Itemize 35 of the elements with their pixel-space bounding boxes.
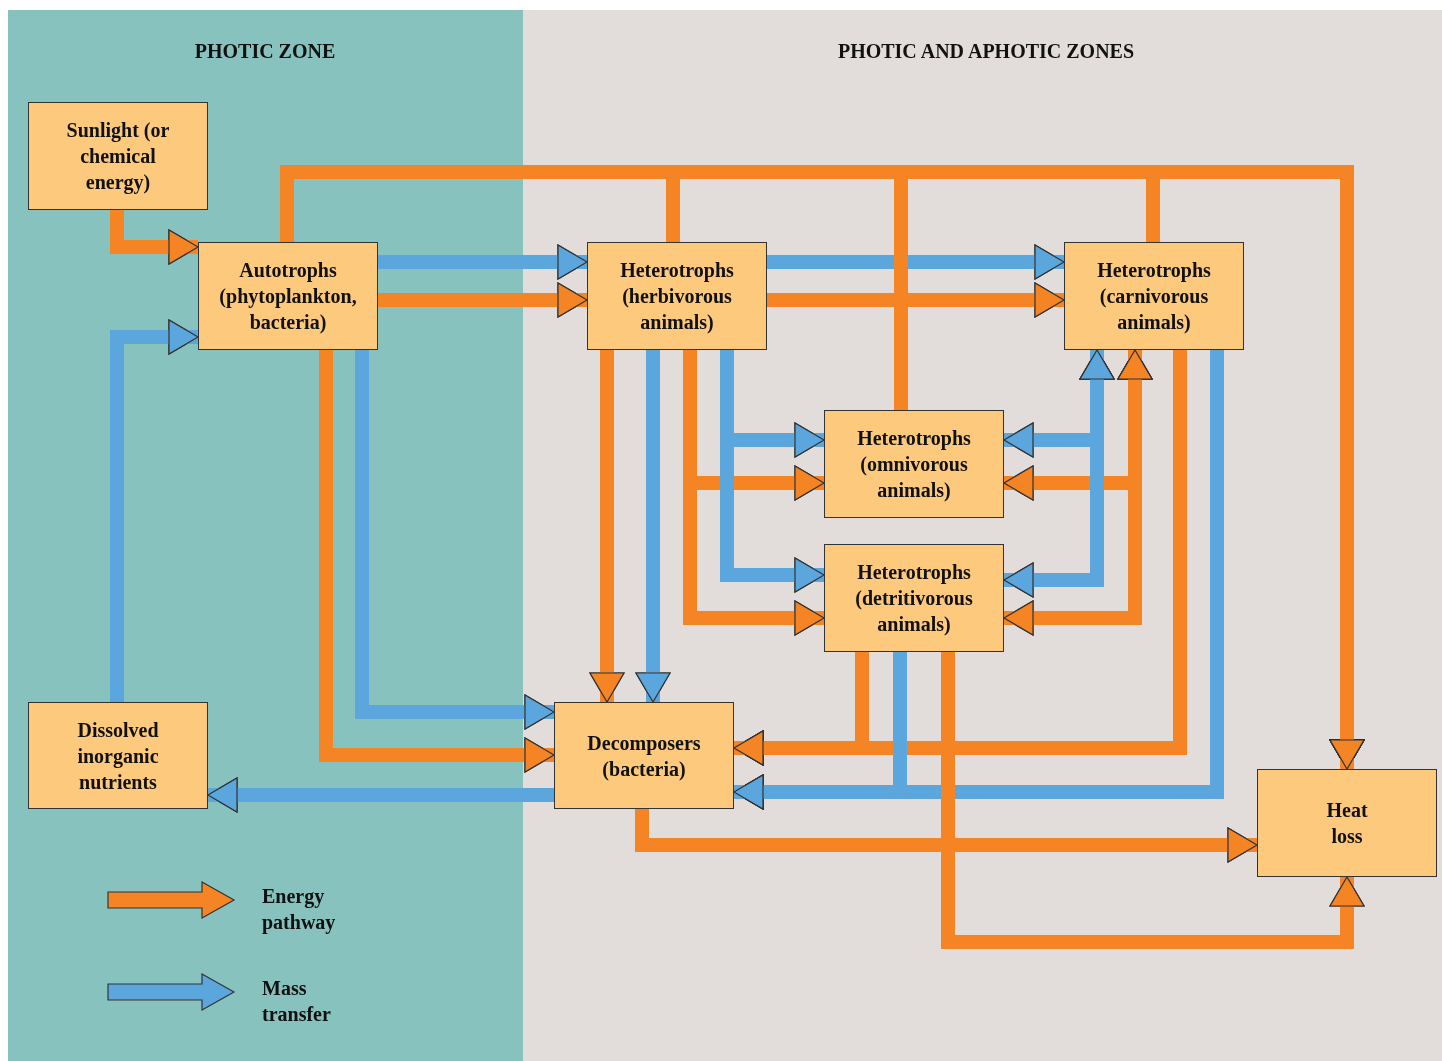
flow-arrow xyxy=(207,777,554,813)
box-label: Heterotrophs (herbivorous animals) xyxy=(619,258,735,335)
zone-title: PHOTIC ZONE xyxy=(194,40,336,63)
box-label: Decomposers (bacteria) xyxy=(586,730,702,782)
legend-label: Mass transfer xyxy=(262,976,332,1027)
flow-arrow xyxy=(319,350,555,773)
box-label: Dissolved inorganic nutrients xyxy=(76,717,160,795)
process-box xyxy=(587,242,767,350)
process-box xyxy=(1257,769,1437,877)
flow-arrow xyxy=(378,282,588,318)
flow-arrow xyxy=(378,244,588,280)
flow-arrow xyxy=(635,809,1258,863)
process-box xyxy=(824,544,1004,652)
flow-arrow xyxy=(767,244,1065,280)
process-box xyxy=(28,102,208,210)
process-box xyxy=(824,410,1004,518)
box-label: Heterotrophs (omnivorous animals) xyxy=(856,426,972,503)
flow-arrow xyxy=(767,282,1065,318)
box-label: Heat loss xyxy=(1325,798,1369,849)
box-label: Sunlight (or chemical energy) xyxy=(65,118,171,195)
flow-arrow xyxy=(110,210,199,265)
box-label: Autotrophs (phytoplankton, bacteria) xyxy=(218,258,358,335)
flow-arrow xyxy=(635,350,671,703)
process-box xyxy=(554,702,734,809)
legend-label: Energy pathway xyxy=(262,884,337,935)
process-box xyxy=(28,702,208,809)
box-label: Heterotrophs (detritivorous animals) xyxy=(854,560,974,637)
process-box xyxy=(1064,242,1244,350)
flow-arrow xyxy=(355,350,555,730)
box-label: Heterotrophs (carnivorous animals) xyxy=(1096,258,1212,335)
flow-arrow xyxy=(589,350,625,703)
flow-arrow xyxy=(110,319,199,702)
flow-arrow xyxy=(941,652,1365,949)
process-box xyxy=(198,242,378,350)
zone-title: PHOTIC AND APHOTIC ZONES xyxy=(837,40,1135,63)
